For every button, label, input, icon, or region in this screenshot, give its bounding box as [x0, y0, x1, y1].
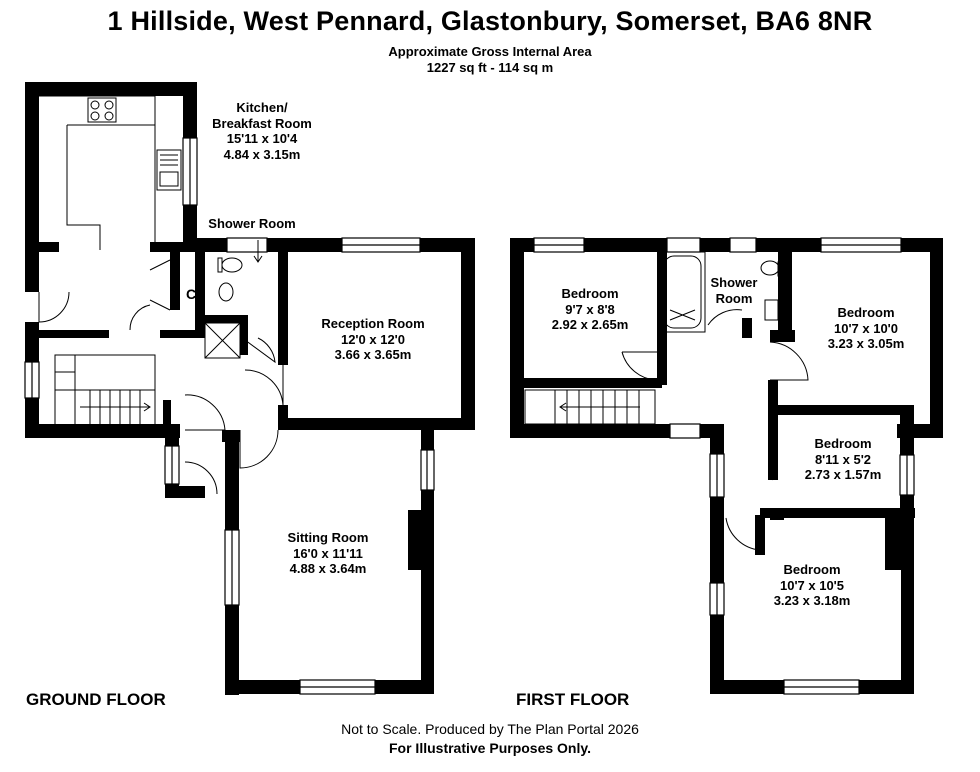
- room-name: Bedroom: [814, 436, 872, 451]
- room-label-bedroom-d: Bedroom 10'7 x 10'5 3.23 x 3.18m: [774, 562, 851, 609]
- room-label-bedroom-a: Bedroom 9'7 x 8'8 2.92 x 2.65m: [552, 286, 629, 333]
- ground-floor-walls: [25, 82, 475, 695]
- room-name: Kitchen/: [236, 100, 288, 115]
- room-label-cupboard: C: [185, 286, 197, 303]
- room-label-kitchen: Kitchen/ Breakfast Room 15'11 x 10'4 4.8…: [212, 100, 312, 162]
- room-label-shower-room: Shower Room: [208, 216, 295, 232]
- room-name: Bedroom: [783, 562, 841, 577]
- room-label-reception: Reception Room 12'0 x 12'0 3.66 x 3.65m: [321, 316, 424, 363]
- page-title: 1 Hillside, West Pennard, Glastonbury, S…: [107, 6, 873, 36]
- room-dimensions-metric: 2.73 x 1.57m: [804, 467, 882, 482]
- room-dimensions-imperial: 12'0 x 12'0: [340, 331, 406, 347]
- room-name: Shower Room: [208, 216, 296, 231]
- first-floor-fittings: [524, 251, 809, 551]
- room-dimensions-imperial: 16'0 x 11'11: [293, 545, 363, 561]
- footer-credit: Not to Scale. Produced by The Plan Porta…: [341, 721, 639, 737]
- area-heading: Approximate Gross Internal Area: [388, 44, 592, 59]
- room-label-sitting: Sitting Room 16'0 x 11'11 4.88 x 3.64m: [288, 530, 369, 577]
- room-dimensions-metric: 4.88 x 3.64m: [289, 561, 367, 576]
- room-name: Bedroom: [561, 286, 619, 301]
- room-name: Reception Room: [321, 316, 425, 331]
- first-floor-walls: [510, 238, 943, 694]
- ground-floor-windows: [24, 137, 435, 695]
- first-floor-windows: [533, 237, 915, 695]
- room-dimensions-imperial: 9'7 x 8'8: [565, 301, 615, 317]
- room-dimensions-metric: 3.66 x 3.65m: [334, 347, 412, 362]
- room-dimensions-metric: 3.23 x 3.05m: [827, 336, 905, 351]
- room-name: Room: [715, 290, 753, 306]
- room-label-bedroom-b: Bedroom 10'7 x 10'0 3.23 x 3.05m: [828, 305, 905, 352]
- room-dimensions-metric: 3.23 x 3.18m: [773, 593, 851, 608]
- room-dimensions-imperial: 10'7 x 10'5: [779, 577, 845, 593]
- first-floor-label: FIRST FLOOR: [516, 690, 630, 709]
- room-dimensions-imperial: 15'11 x 10'4: [226, 131, 298, 146]
- room-dimensions-imperial: 8'11 x 5'2: [814, 451, 872, 467]
- room-label-first-shower: Shower Room: [711, 275, 758, 306]
- room-name: Shower: [710, 275, 758, 290]
- room-dimensions-imperial: 10'7 x 10'0: [833, 320, 899, 336]
- ground-floor-fittings: [38, 95, 284, 495]
- room-dimensions-metric: 2.92 x 2.65m: [551, 317, 629, 332]
- ground-floor-label: GROUND FLOOR: [26, 690, 166, 709]
- footer-disclaimer: For Illustrative Purposes Only.: [388, 740, 592, 756]
- room-label-bedroom-c: Bedroom 8'11 x 5'2 2.73 x 1.57m: [805, 436, 882, 483]
- area-value: 1227 sq ft - 114 sq m: [426, 60, 554, 75]
- room-dimensions-metric: 4.84 x 3.15m: [223, 146, 301, 162]
- room-name: C: [185, 286, 197, 302]
- room-name: Sitting Room: [287, 530, 369, 545]
- room-name: Bedroom: [837, 305, 895, 320]
- room-name: Breakfast Room: [212, 115, 312, 131]
